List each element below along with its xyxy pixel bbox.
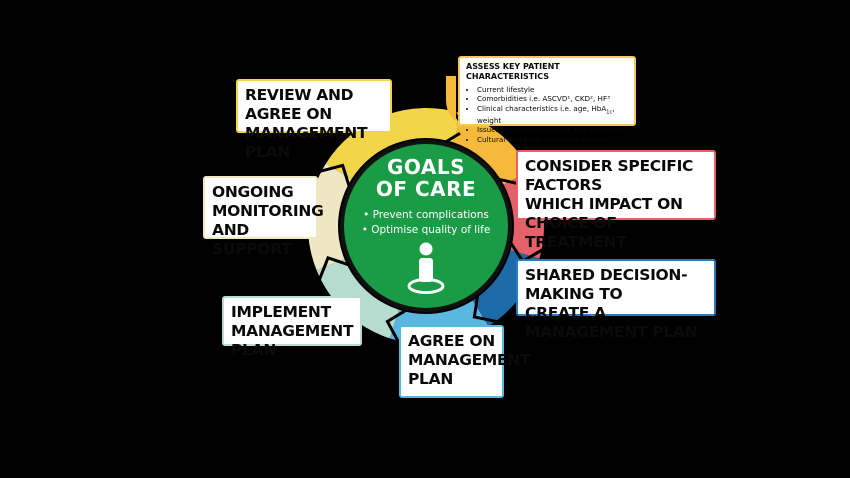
ongoing-line: AND SUPPORT <box>212 220 292 258</box>
goals-list: • Prevent complications • Optimise quali… <box>340 208 512 238</box>
goals-of-care-title: GOALS OF CARE <box>340 156 512 201</box>
agree-line: AGREE ON <box>408 332 495 350</box>
shared-decision-box: SHARED DECISION-MAKING TO CREATE A MANAG… <box>516 259 716 341</box>
shared-line: CREATE A MANAGEMENT PLAN <box>525 303 698 341</box>
implement-plan-box: IMPLEMENT MANAGEMENT PLAN <box>222 296 362 359</box>
assess-item: Issues such as motivation and depression <box>477 125 628 135</box>
implement-line: MANAGEMENT PLAN <box>231 321 354 359</box>
assess-list: Current lifestyle Comorbidities i.e. ASC… <box>466 85 628 145</box>
review-plan-box: REVIEW AND AGREE ON MANAGEMENT PLAN <box>236 79 392 161</box>
goal-item: • Prevent complications <box>363 209 489 221</box>
segment-assess <box>453 113 531 185</box>
consider-line: CONSIDER SPECIFIC FACTORS <box>525 157 694 194</box>
assess-item: Clinical characteristics i.e. age, HbA1c… <box>477 104 628 126</box>
assess-item: Current lifestyle <box>477 85 628 95</box>
assess-item: Comorbidities i.e. ASCVD¹, CKD², HF³ <box>477 94 628 104</box>
goals-title-line1: GOALS <box>386 155 465 179</box>
goals-title-line2: OF CARE <box>375 177 477 202</box>
shared-line: SHARED DECISION-MAKING TO <box>525 266 688 303</box>
consider-factors-box: CONSIDER SPECIFIC FACTORS WHICH IMPACT O… <box>516 150 716 251</box>
ongoing-line: MONITORING <box>212 201 324 220</box>
segment-review <box>325 107 463 180</box>
goal-item: • Optimise quality of life <box>361 224 491 237</box>
review-line: REVIEW AND AGREE ON <box>245 86 354 123</box>
assess-connector <box>430 76 480 146</box>
consider-line: WHICH IMPACT ON CHOICE OF <box>525 194 683 232</box>
agree-line: PLAN <box>408 369 454 388</box>
implement-line: IMPLEMENT <box>231 303 331 321</box>
ongoing-line: ONGOING <box>212 183 294 201</box>
assess-item: Cultural and socio-economic context <box>477 135 628 145</box>
person-icon <box>407 242 445 294</box>
segment-separator <box>318 163 351 188</box>
assess-patient-characteristics-box: ASSESS KEY PATIENT CHARACTERISTICS Curre… <box>458 56 636 144</box>
assess-title: ASSESS KEY PATIENT CHARACTERISTICS <box>466 62 560 81</box>
segment-ongoing <box>308 163 352 271</box>
ongoing-monitoring-box: ONGOING MONITORING AND SUPPORT <box>203 176 324 258</box>
segment-separator <box>317 255 350 282</box>
agree-plan-box: AGREE ON MANAGEMENT PLAN <box>399 325 531 398</box>
review-line: MANAGEMENT PLAN <box>245 123 368 161</box>
consider-line: TREATMENT <box>525 232 627 251</box>
segment-separator <box>385 308 408 344</box>
agree-line: MANAGEMENT <box>408 350 531 369</box>
goals-of-care-circle <box>344 144 508 308</box>
segment-separator <box>472 294 499 324</box>
